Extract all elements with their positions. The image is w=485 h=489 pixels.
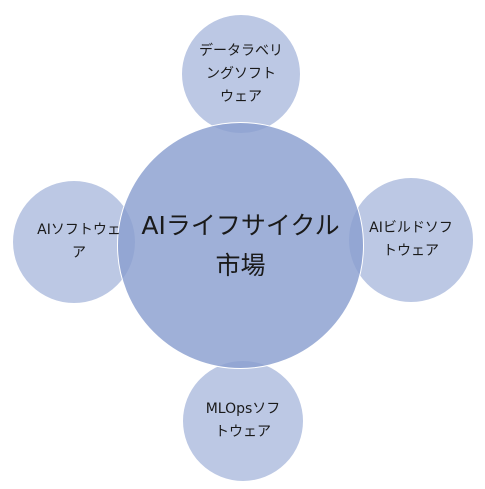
data-labeling-software-circle [181,14,301,134]
ai-lifecycle-market-circle [117,122,364,369]
bottom-label-line-2: トウェア [215,424,271,440]
right-label-line-1: AIビルドソフ [369,220,453,236]
center-label-line-2: 市場 [215,250,266,280]
left-label-line-1: AIソフトウェ [37,222,121,238]
top-label: データラベリ ングソフト ウェア [181,14,301,134]
ai-software-circle [12,180,136,304]
top-label-line-2: ングソフト [206,65,276,82]
ai-build-software-circle [348,177,474,303]
mlops-software-circle [182,360,304,482]
bottom-label-line-1: MLOpsソフ [205,401,281,417]
left-label-line-2: ア [72,245,86,261]
top-label-line-3: ウェア [220,88,262,105]
right-label: AIビルドソフ トウェア [348,177,474,303]
center-label-line-1: AIライフサイクル [141,210,340,240]
bottom-label: MLOpsソフ トウェア [182,360,304,482]
right-label-line-2: トウェア [383,243,439,259]
top-label-line-1: データラベリ [199,42,283,59]
left-label: AIソフトウェ ア [12,180,136,304]
center-label: AIライフサイクル 市場 [117,122,364,369]
